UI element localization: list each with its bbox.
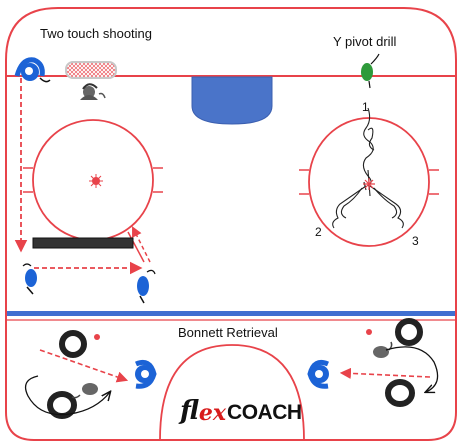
player-blue-icon-right — [137, 269, 156, 304]
player-gray-icon-left — [71, 383, 98, 399]
logo-part-coach: COACH — [227, 401, 302, 424]
faceoff-dot-icon — [89, 174, 103, 188]
y-pivot-paths — [332, 107, 404, 229]
blue-line — [7, 311, 455, 316]
net-icon — [65, 61, 117, 79]
player-green-icon — [361, 53, 380, 89]
y-pivot-number-3: 3 — [412, 234, 419, 248]
y-pivot-number-2: 2 — [315, 225, 322, 239]
skate-path-right — [385, 346, 439, 392]
player-blue-icon-left — [22, 263, 37, 295]
logo-part-fl: fl — [180, 396, 199, 426]
puck-marker-left — [94, 334, 100, 340]
shot-path-2 — [127, 231, 145, 263]
puck-marker-right — [366, 329, 372, 335]
flexcoach-logo: fl ex COACH — [180, 394, 302, 424]
player-blue-icon — [14, 57, 51, 83]
center-circle-arc — [159, 344, 305, 441]
y-pivot-center-icon — [363, 178, 375, 190]
logo-part-ex: ex — [198, 400, 227, 426]
drill-title-y-pivot: Y pivot drill — [333, 34, 397, 49]
rink-boards — [5, 7, 457, 441]
y-pivot-number-1: 1 — [362, 100, 369, 114]
obstacle-bar — [32, 237, 134, 249]
tire-icon-bottom-left — [47, 391, 77, 419]
player-blue-icon-bottom-left — [135, 359, 157, 389]
tire-icon-top-left — [59, 330, 87, 358]
drill-title-two-touch-shooting: Two touch shooting — [40, 26, 153, 41]
drill-title-bonnett-retrieval: Bonnett Retrieval — [178, 325, 278, 340]
shot-path — [132, 226, 151, 263]
tire-icon-top-right — [395, 318, 423, 346]
coach-icon — [80, 83, 106, 100]
pass-path-right-bottom — [339, 367, 431, 380]
pass-path-left-bottom — [39, 349, 129, 383]
tire-icon-bottom-right — [385, 379, 415, 407]
right-faceoff-circle — [299, 117, 439, 247]
player-blue-icon-bottom-right — [307, 359, 329, 389]
skate-path-left — [24, 375, 110, 416]
goal-crease — [191, 76, 273, 125]
